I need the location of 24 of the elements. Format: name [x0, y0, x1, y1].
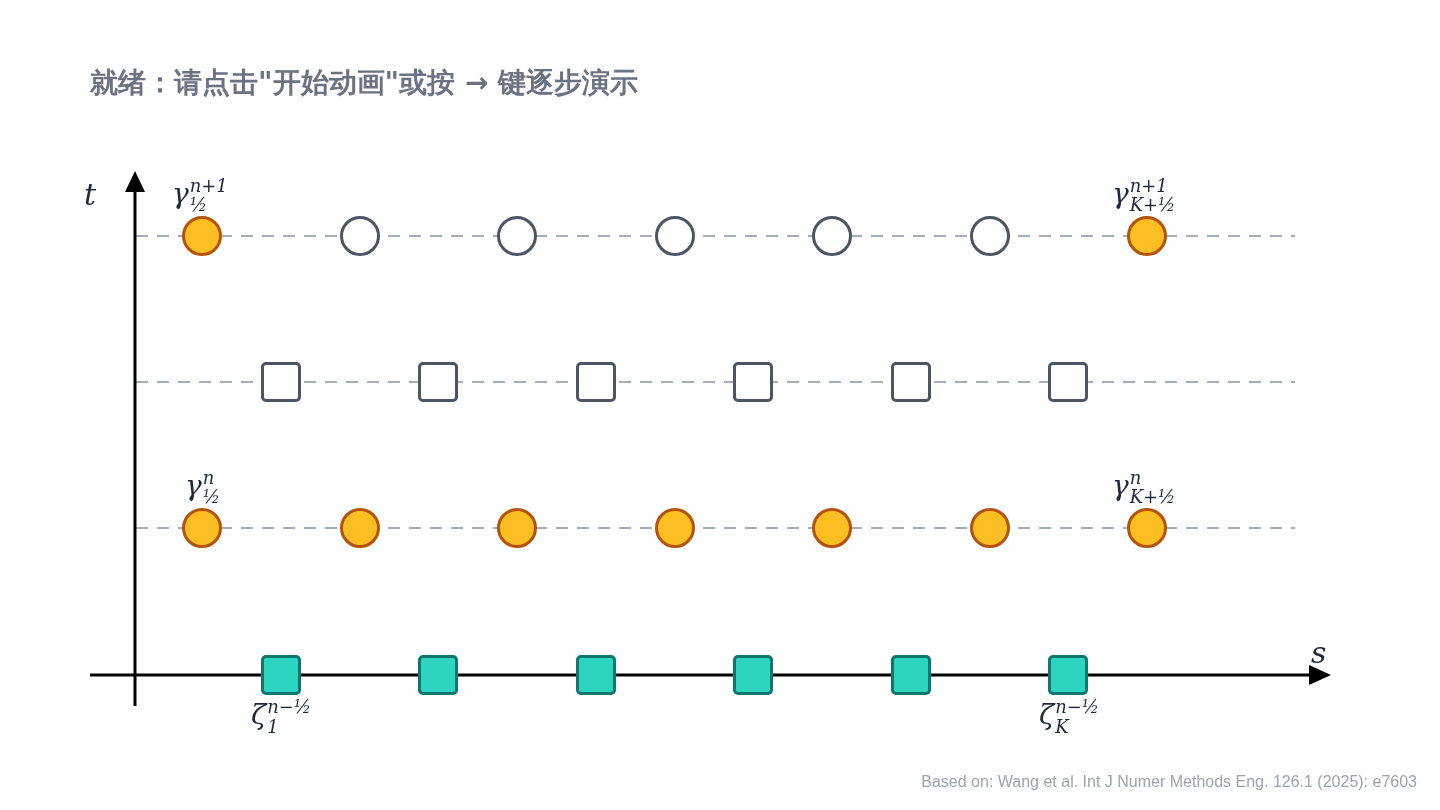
hollow-square-node [576, 362, 616, 402]
filled-square-node [891, 655, 931, 695]
source-credit: Based on: Wang et al. Int J Numer Methods Eng. 126.1 (2025): e7603 [921, 772, 1417, 792]
axis-label: t [84, 180, 97, 210]
hollow-square-node [891, 362, 931, 402]
filled-circle-node [970, 508, 1010, 548]
hollow-circle-node [812, 216, 852, 256]
filled-circle-node [655, 508, 695, 548]
hollow-circle-node [970, 216, 1010, 256]
hollow-circle-node [340, 216, 380, 256]
filled-circle-node [812, 508, 852, 548]
hollow-circle-node [655, 216, 695, 256]
hollow-square-node [1048, 362, 1088, 402]
hollow-square-node [733, 362, 773, 402]
hollow-square-node [261, 362, 301, 402]
status-message: 就绪：请点击"开始动画"或按 → 键逐步演示 [90, 66, 639, 100]
filled-circle-node [497, 508, 537, 548]
hollow-square-node [418, 362, 458, 402]
filled-circle-node [340, 508, 380, 548]
axis-label: s [1311, 638, 1327, 668]
filled-square-node [733, 655, 773, 695]
filled-square-node [576, 655, 616, 695]
hollow-circle-node [497, 216, 537, 256]
filled-square-node [418, 655, 458, 695]
